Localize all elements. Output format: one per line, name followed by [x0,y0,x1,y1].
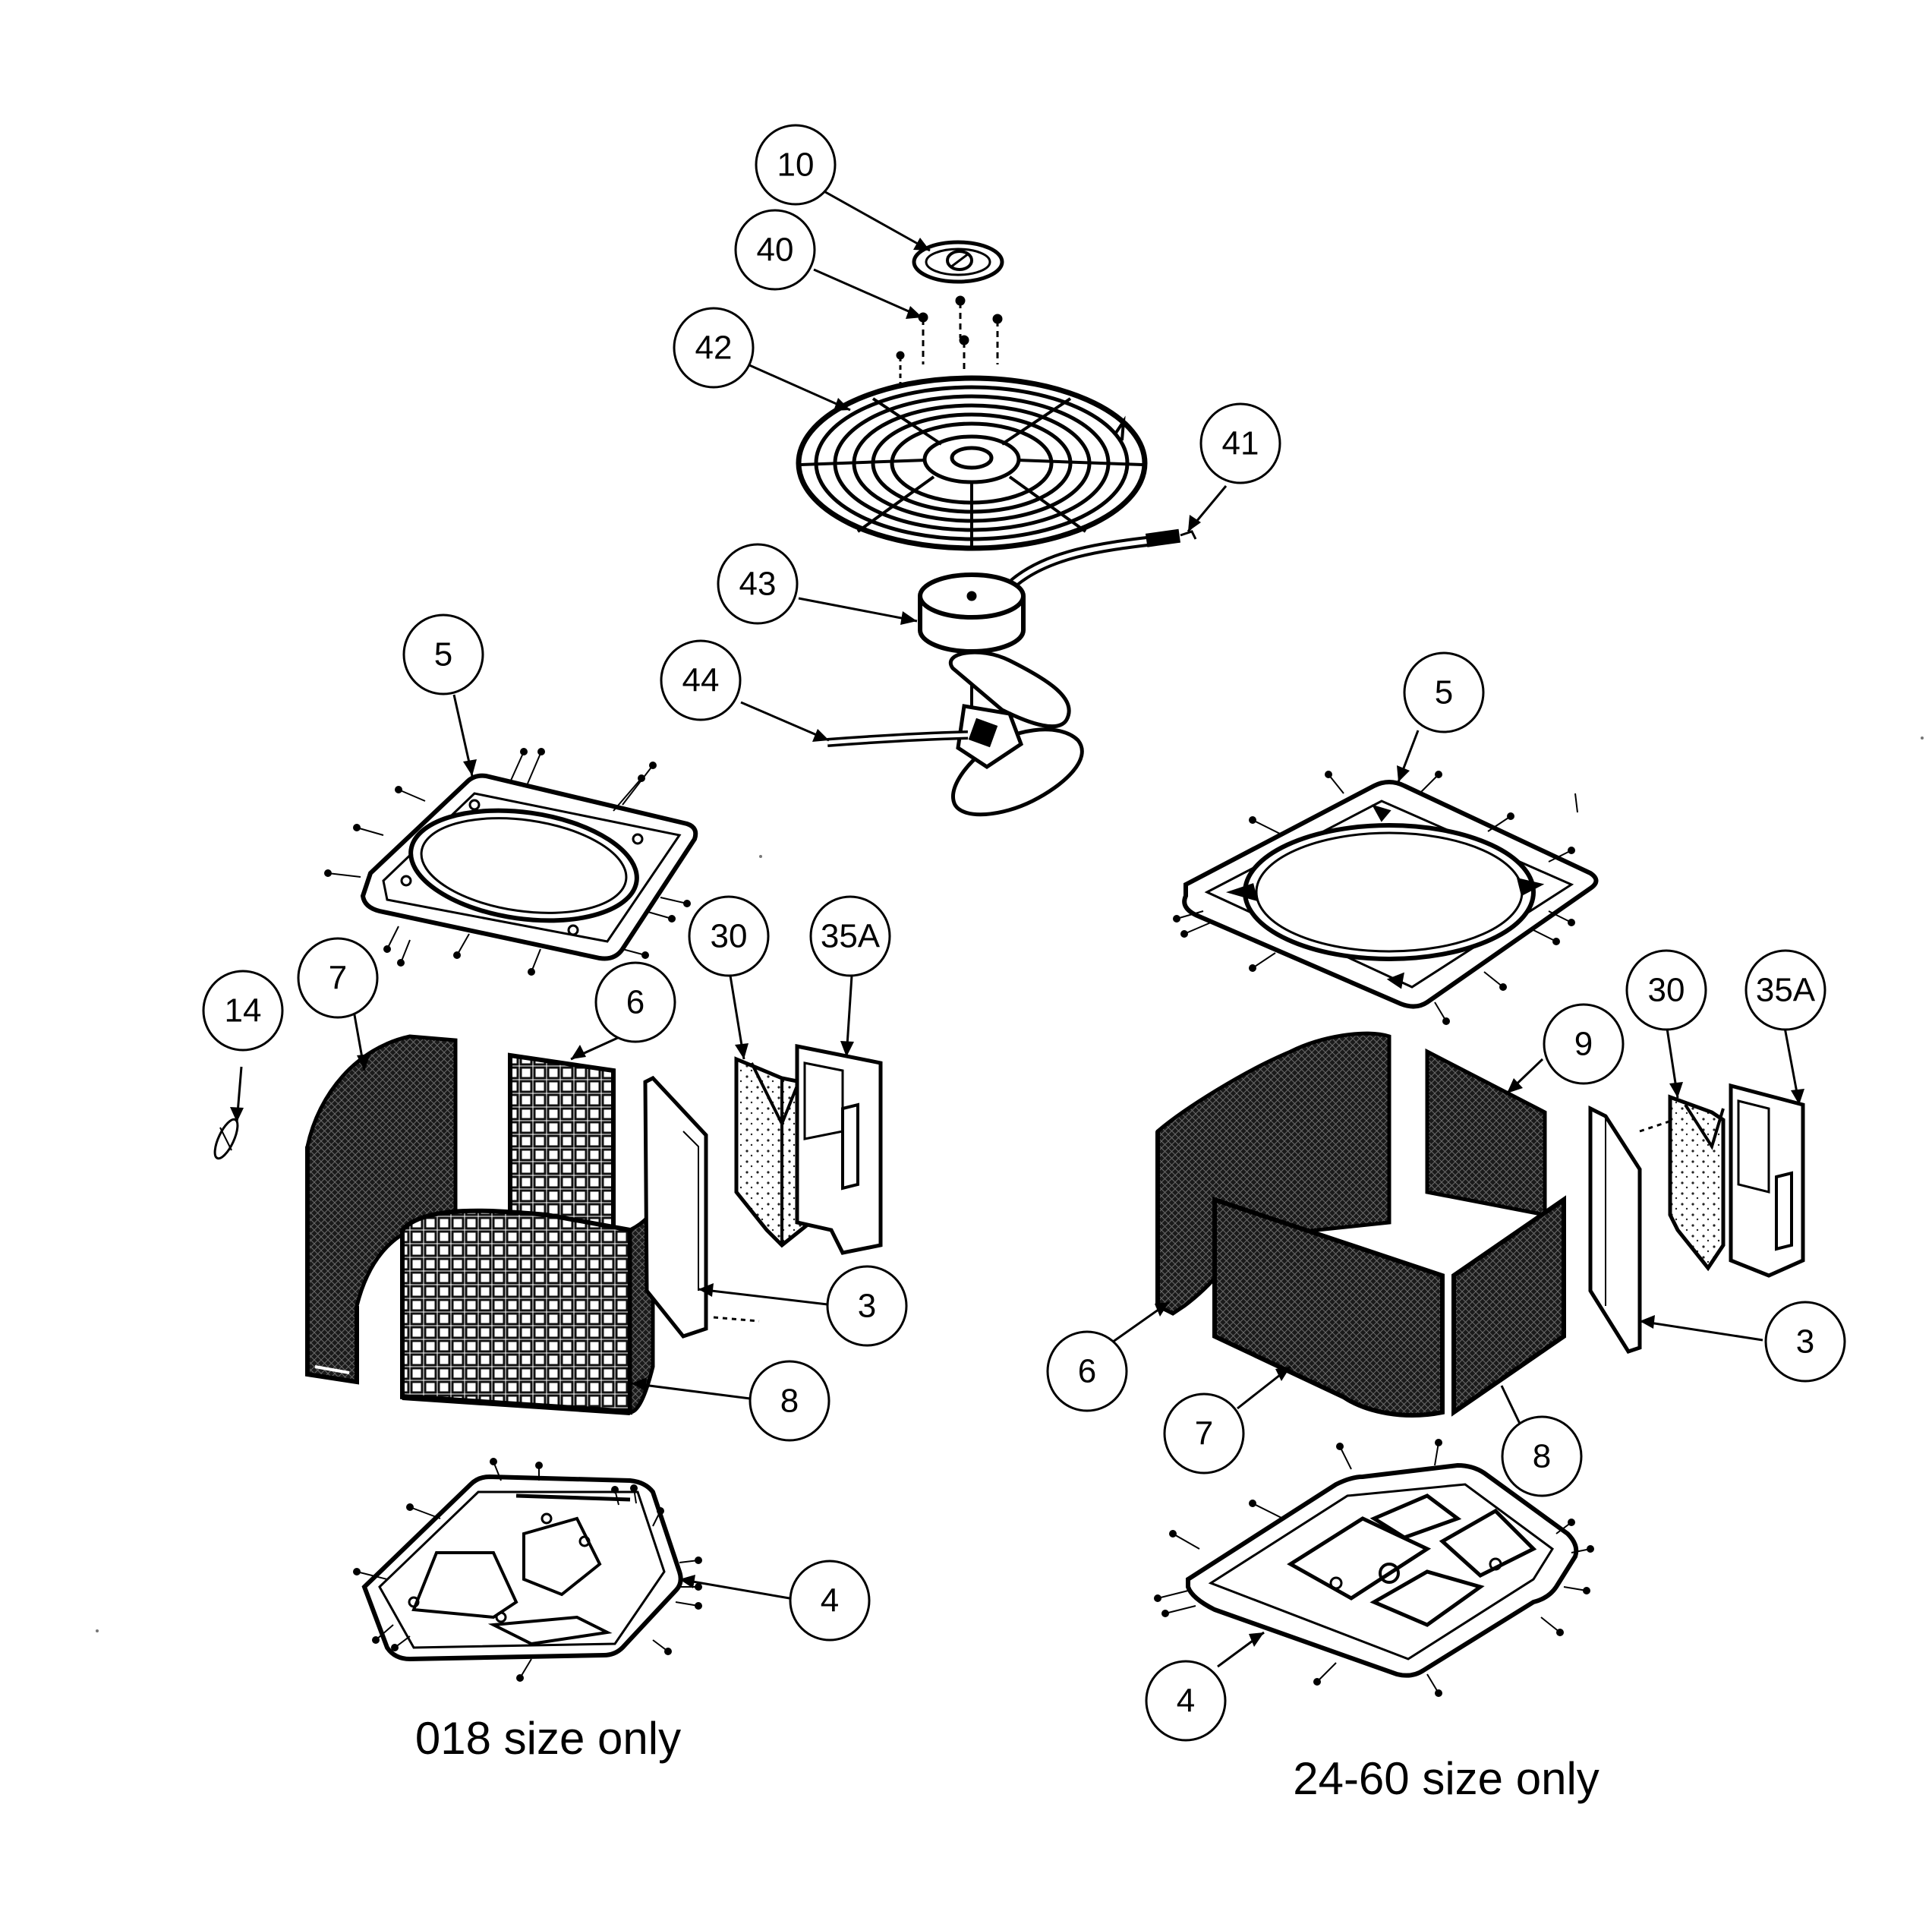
callout-left-3: 3 [826,1265,908,1347]
service-panel-018-part [643,1075,760,1339]
callout-41: 41 [1199,402,1281,484]
svg-text:41: 41 [1222,425,1259,462]
scan-dot [1921,736,1924,740]
svg-text:10: 10 [777,147,815,184]
callout-10: 10 [755,124,837,206]
svg-text:6: 6 [626,984,645,1021]
base-pan-24-60-part [1186,1462,1579,1678]
access-panel-018-part [795,1043,883,1255]
svg-text:7: 7 [1195,1415,1213,1452]
svg-text:42: 42 [695,330,733,367]
callout-left-7: 7 [297,937,379,1019]
base-pan-018-part [361,1474,683,1662]
fan-blade-part [827,650,1084,817]
svg-text:3: 3 [1796,1323,1814,1361]
callout-right-8: 8 [1501,1415,1583,1497]
unit-018 [213,748,883,1682]
callout-left-35a: 35A [809,895,891,977]
svg-text:44: 44 [682,662,720,699]
svg-text:30: 30 [711,918,748,955]
svg-text:14: 14 [225,992,262,1030]
callouts: 10 40 42 41 43 44 5 7 [202,124,1846,1742]
svg-text:35A: 35A [821,918,881,955]
svg-text:8: 8 [1533,1438,1551,1475]
top-panel-screws-018-part [324,748,691,976]
base-pan-screws-018-part [353,1458,702,1682]
callout-left-30: 30 [688,895,770,977]
svg-text:4: 4 [821,1582,839,1620]
louver-panel-018-part [508,1052,616,1241]
svg-text:4: 4 [1177,1683,1195,1720]
fan-guard-screws-part [896,295,1003,414]
svg-text:6: 6 [1078,1353,1096,1390]
callout-left-5: 5 [402,613,484,695]
svg-text:5: 5 [434,636,452,673]
coil-guard-018-part [305,1034,458,1385]
callout-42: 42 [673,307,755,389]
callout-right-35a: 35A [1744,949,1826,1031]
callout-right-9: 9 [1543,1003,1625,1085]
fan-motor-part [918,572,1026,714]
callout-left-8: 8 [749,1360,830,1442]
coil-back-24-60-part [1425,1048,1547,1218]
coil-front-24-60-part [1212,1196,1445,1418]
callout-right-30: 30 [1625,949,1707,1031]
callout-right-4: 4 [1145,1660,1227,1742]
callout-right-3: 3 [1764,1301,1846,1383]
caption-018: 018 size only [415,1713,681,1764]
base-pan-screws-24-60-part [1154,1439,1594,1697]
motor-wire-part [1010,528,1197,588]
callout-right-7: 7 [1163,1392,1245,1474]
svg-text:9: 9 [1574,1026,1593,1063]
callout-left-4: 4 [789,1560,871,1642]
callout-left-6: 6 [594,961,676,1043]
callout-40: 40 [734,209,816,291]
scan-dot [96,1629,99,1632]
callout-44: 44 [660,639,742,721]
svg-text:7: 7 [329,960,347,997]
coil-right-24-60-part [1451,1195,1566,1417]
arrowheads [230,238,1804,1647]
top-panel-screws-24-60-part [1173,771,1578,1025]
small-part-14 [213,1118,239,1160]
svg-text:40: 40 [757,232,794,269]
top-panel-24-60-part [1182,780,1599,1009]
svg-text:8: 8 [780,1383,799,1420]
svg-text:35A: 35A [1756,972,1816,1009]
fan-assembly [796,240,1197,817]
access-panel-24-60-part [1729,1083,1805,1278]
svg-text:5: 5 [1435,674,1453,711]
svg-text:30: 30 [1648,972,1685,1009]
callout-left-14: 14 [202,970,284,1052]
caption-24-60: 24-60 size only [1293,1753,1599,1804]
service-panel-24-60-part [1588,1105,1675,1354]
callout-43: 43 [717,543,799,625]
svg-text:3: 3 [858,1288,876,1325]
top-panel-018-part [360,773,698,961]
scan-dot [759,855,762,858]
svg-text:43: 43 [739,566,777,603]
control-board-24-60-part [1668,1094,1726,1272]
motor-cap-part [912,240,1004,284]
callout-right-6: 6 [1046,1330,1128,1412]
unit-24-60 [1154,771,1805,1697]
callout-right-5: 5 [1403,651,1485,733]
fan-guard-part [796,375,1148,551]
